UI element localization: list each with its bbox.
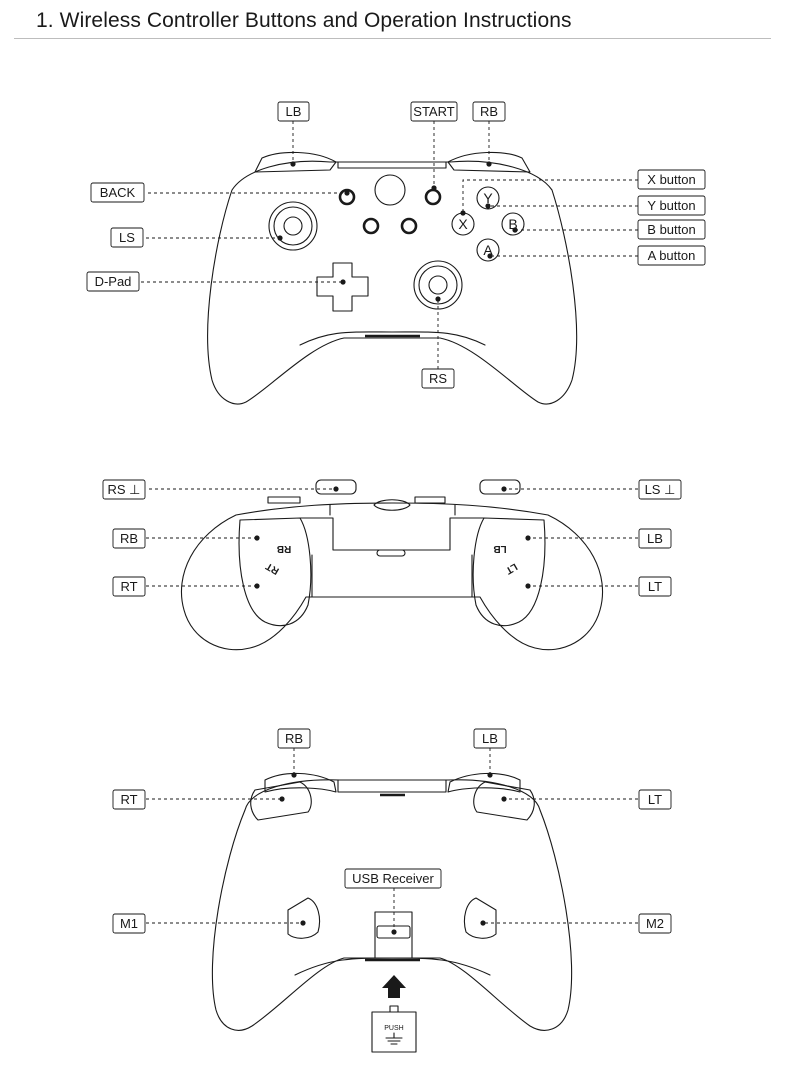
aux-button-right[interactable]	[400, 217, 418, 235]
svg-text:RB: RB	[285, 731, 303, 746]
label-m1: M1	[112, 913, 146, 934]
svg-text:Y button: Y button	[647, 198, 695, 213]
svg-text:BACK: BACK	[100, 185, 136, 200]
label-a-button: A button	[637, 245, 706, 266]
label-top-lt: LT	[638, 576, 672, 597]
label-back: BACK	[90, 182, 145, 203]
label-m2: M2	[638, 913, 672, 934]
rt-trigger-mark: RT	[264, 560, 281, 576]
svg-text:LB: LB	[482, 731, 498, 746]
svg-text:LB: LB	[286, 104, 302, 119]
label-dpad: D-Pad	[86, 271, 140, 292]
page-heading: 1. Wireless Controller Buttons and Opera…	[36, 9, 572, 32]
left-stick[interactable]	[268, 201, 318, 251]
x-face-button[interactable]: X	[451, 212, 475, 236]
start-button[interactable]	[424, 188, 442, 206]
svg-text:LS ⊥: LS ⊥	[645, 482, 676, 497]
label-back-lb: LB	[473, 728, 507, 749]
label-ls: LS	[110, 227, 144, 248]
svg-text:RT: RT	[120, 579, 137, 594]
svg-text:X button: X button	[647, 172, 695, 187]
label-top-lb: LB	[638, 528, 672, 549]
dpad[interactable]	[316, 262, 369, 312]
svg-text:RS ⊥: RS ⊥	[108, 482, 141, 497]
label-ls-click: LS ⊥	[638, 479, 682, 500]
insert-arrow	[382, 975, 406, 998]
m1-paddle[interactable]	[287, 897, 321, 939]
y-face-letter: Y	[483, 190, 493, 206]
svg-text:USB Receiver: USB Receiver	[352, 871, 434, 886]
m2-paddle[interactable]	[463, 897, 497, 939]
label-b-button: B button	[637, 219, 706, 240]
receiver-ground-icon	[385, 1032, 403, 1045]
b-face-letter: B	[508, 216, 517, 232]
usb-receiver-dongle[interactable]: PUSH	[371, 1005, 417, 1053]
label-top-rb: RB	[112, 528, 146, 549]
top-view-diagram: RB RT LB LT RS ⊥ LS ⊥ RB RT LB LT	[102, 479, 682, 651]
guide-button[interactable]	[374, 174, 406, 206]
a-face-letter: A	[483, 242, 493, 258]
svg-text:START: START	[413, 104, 454, 119]
back-button[interactable]	[338, 188, 356, 206]
label-x-button: X button	[637, 169, 706, 190]
front-view-diagram: X Y B A LB START RB BACK LS D-Pad RS X b…	[86, 101, 706, 405]
label-back-rt: RT	[112, 789, 146, 810]
svg-text:LT: LT	[648, 792, 662, 807]
label-rb: RB	[472, 101, 506, 122]
svg-text:RT: RT	[120, 792, 137, 807]
rs-stick-top[interactable]	[315, 479, 357, 495]
label-usb-receiver: USB Receiver	[344, 868, 442, 889]
rb-trigger-mark: RB	[277, 543, 291, 554]
svg-text:LT: LT	[648, 579, 662, 594]
label-lb: LB	[277, 101, 310, 122]
aux-button-left[interactable]	[362, 217, 380, 235]
label-top-rt: RT	[112, 576, 146, 597]
b-face-button[interactable]: B	[501, 212, 525, 236]
svg-text:M1: M1	[120, 916, 138, 931]
svg-text:RS: RS	[429, 371, 447, 386]
heading-rule	[14, 38, 771, 39]
svg-text:A button: A button	[648, 248, 696, 263]
svg-text:RB: RB	[120, 531, 138, 546]
label-rs-click: RS ⊥	[102, 479, 146, 500]
ls-stick-top[interactable]	[479, 479, 521, 495]
svg-text:LB: LB	[647, 531, 663, 546]
usb-receiver-slot[interactable]	[374, 911, 413, 959]
lt-trigger-mark: LT	[504, 561, 519, 576]
a-face-button[interactable]: A	[476, 238, 500, 262]
svg-text:RB: RB	[480, 104, 498, 119]
label-start: START	[410, 101, 458, 122]
svg-text:LS: LS	[119, 230, 135, 245]
y-face-button[interactable]: Y	[476, 186, 500, 210]
controller-front-outline	[207, 151, 578, 405]
svg-text:D-Pad: D-Pad	[95, 274, 132, 289]
x-face-letter: X	[458, 216, 468, 232]
svg-text:B button: B button	[647, 222, 695, 237]
svg-text:M2: M2	[646, 916, 664, 931]
controller-top-outline	[180, 496, 604, 651]
label-y-button: Y button	[637, 195, 706, 216]
label-back-lt: LT	[638, 789, 672, 810]
label-rs: RS	[421, 368, 455, 389]
receiver-push-text: PUSH	[384, 1025, 403, 1032]
back-view-diagram: PUSH RB LB RT LT USB Receiver M1 M2	[112, 728, 672, 1053]
lb-trigger-mark: LB	[493, 543, 506, 554]
label-back-rb: RB	[277, 728, 311, 749]
